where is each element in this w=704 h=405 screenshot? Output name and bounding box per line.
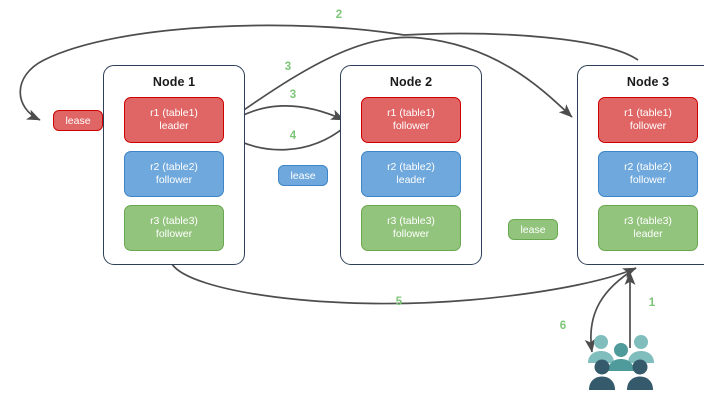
edge-label-3b: 3 bbox=[289, 89, 297, 101]
node-title-node2: Node 2 bbox=[389, 75, 433, 89]
edge-label-4: 4 bbox=[289, 130, 297, 142]
replica-n1r2-line2: follower bbox=[155, 174, 193, 186]
replica-n2r2-line1: r2 (table2) bbox=[387, 161, 435, 173]
replica-n3r2[interactable]: r2 (table2) follower bbox=[598, 151, 698, 197]
replica-n2r3-line1: r3 (table3) bbox=[387, 215, 435, 227]
node-title-node3: Node 3 bbox=[626, 75, 670, 89]
replica-n1r2-line1: r2 (table2) bbox=[150, 161, 198, 173]
replica-n1r2[interactable]: r2 (table2) follower bbox=[124, 151, 224, 197]
edge-label-6: 6 bbox=[559, 320, 567, 332]
edge-label-5: 5 bbox=[395, 296, 403, 308]
node-title-node1: Node 1 bbox=[152, 75, 196, 89]
users-icon bbox=[588, 335, 654, 390]
lease-badge-red[interactable]: lease bbox=[53, 110, 103, 131]
replica-n3r1-line2: follower bbox=[629, 120, 667, 132]
replica-n2r1-line2: follower bbox=[392, 120, 430, 132]
edge-label-3a: 3 bbox=[284, 61, 292, 73]
replica-n2r1[interactable]: r1 (table1) follower bbox=[361, 97, 461, 143]
users-icon-front-right bbox=[627, 359, 653, 390]
edge-2-right-arc bbox=[403, 32, 639, 61]
replica-n1r3[interactable]: r3 (table3) follower bbox=[124, 205, 224, 251]
replica-n3r2-line1: r2 (table2) bbox=[624, 161, 672, 173]
lease-badge-green[interactable]: lease bbox=[508, 219, 558, 240]
edge-label-2: 2 bbox=[335, 9, 343, 21]
lease-badge-blue[interactable]: lease bbox=[278, 165, 328, 186]
replica-n1r1-line2: leader bbox=[159, 120, 189, 132]
node-container-node1[interactable]: Node 1 r1 (table1) leader r2 (table2) fo… bbox=[103, 65, 245, 265]
replica-n3r1[interactable]: r1 (table1) follower bbox=[598, 97, 698, 143]
replica-n1r3-line2: follower bbox=[155, 228, 193, 240]
replica-n3r2-line2: follower bbox=[629, 174, 667, 186]
replica-n3r3[interactable]: r3 (table3) leader bbox=[598, 205, 698, 251]
edge-label-1: 1 bbox=[648, 297, 656, 309]
node-container-node3[interactable]: Node 3 r1 (table1) follower r2 (table2) … bbox=[577, 65, 704, 265]
replica-n2r3-line2: follower bbox=[392, 228, 430, 240]
replica-n2r3[interactable]: r3 (table3) follower bbox=[361, 205, 461, 251]
replica-n2r1-line1: r1 (table1) bbox=[387, 107, 435, 119]
replica-n2r2[interactable]: r2 (table2) leader bbox=[361, 151, 461, 197]
replica-n1r1-line1: r1 (table1) bbox=[150, 107, 198, 119]
users-icon-back-right bbox=[628, 335, 654, 363]
users-icon-front-left bbox=[589, 359, 615, 390]
node-container-node2[interactable]: Node 2 r1 (table1) follower r2 (table2) … bbox=[340, 65, 482, 265]
replica-n1r3-line1: r3 (table3) bbox=[150, 215, 198, 227]
replica-n3r1-line1: r1 (table1) bbox=[624, 107, 672, 119]
replica-n3r3-line2: leader bbox=[633, 228, 663, 240]
replica-n2r2-line2: leader bbox=[396, 174, 426, 186]
users-icon-back-left bbox=[588, 335, 614, 363]
replica-n1r1[interactable]: r1 (table1) leader bbox=[124, 97, 224, 143]
users-icon-center bbox=[608, 343, 634, 371]
replica-n3r3-line1: r3 (table3) bbox=[624, 215, 672, 227]
